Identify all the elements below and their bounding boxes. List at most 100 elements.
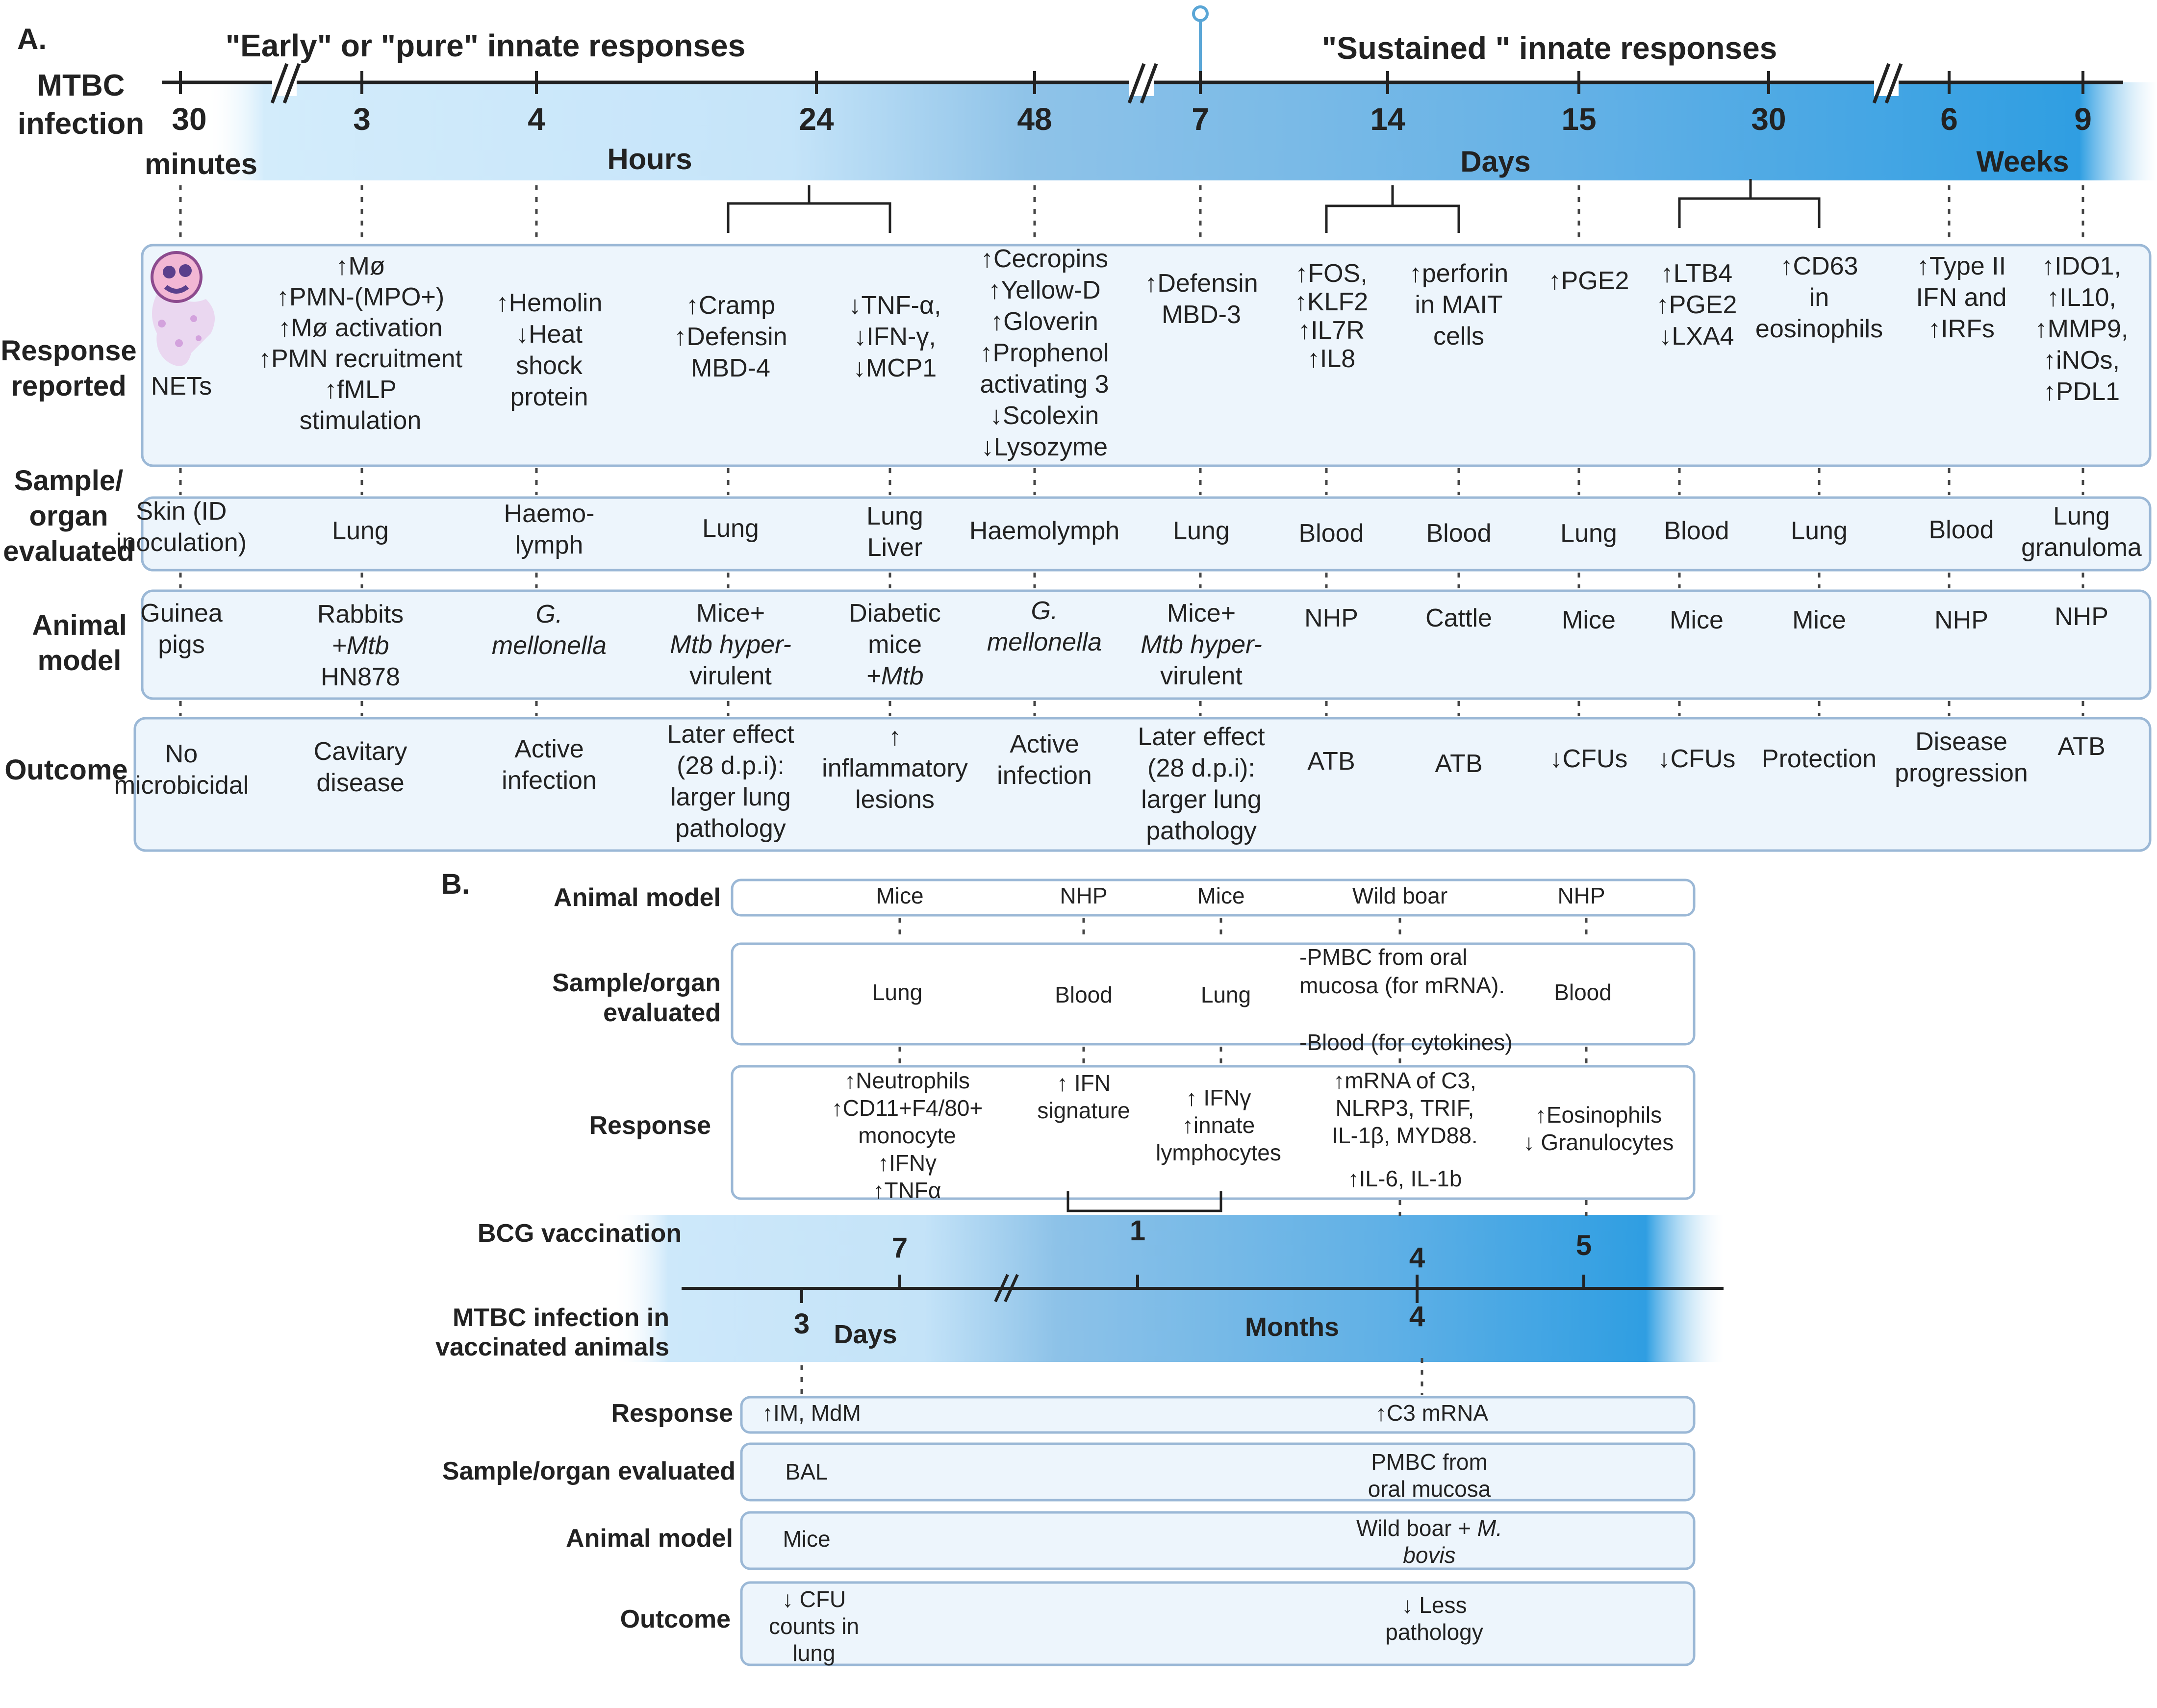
sample-cell-1-line-2: inoculation) bbox=[116, 528, 247, 557]
b-sample-cell-1-line-1: Lung bbox=[872, 980, 922, 1005]
b-sample-box bbox=[731, 942, 1696, 1046]
animal-cell-3-line-2: mellonella bbox=[492, 631, 607, 660]
b-lower-outcome-cell-2-line-1: ↓ Less bbox=[1402, 1592, 1467, 1618]
tick-label-t9w: 9 bbox=[2074, 101, 2092, 137]
response-cell-8-line-3: ↑IL7R bbox=[1298, 316, 1365, 345]
outcome-cell-13-line-1: Disease bbox=[1915, 728, 2007, 756]
bracket-14d bbox=[1325, 185, 1460, 233]
outcome-cell-3-line-1: Active bbox=[514, 735, 584, 763]
b-animal-cell-2: NHP bbox=[1060, 883, 1107, 908]
bcg-tick-label-b7d: 7 bbox=[892, 1232, 908, 1264]
row-label-animal-line-1: Animal bbox=[32, 609, 127, 641]
response-cell-8-line-2: ↑KLF2 bbox=[1294, 288, 1368, 316]
timeline-band-a bbox=[206, 82, 2157, 180]
b-response-cell-3-line-1: ↑ IFNγ bbox=[1186, 1085, 1251, 1110]
b-animal-cell-3: Mice bbox=[1197, 883, 1244, 908]
b-response-cell-1-line-4: ↑IFNγ bbox=[878, 1150, 937, 1176]
response-cell-6-line-6: ↓Scolexin bbox=[990, 402, 1099, 430]
sample-cell-8-line-1: Blood bbox=[1299, 519, 1364, 548]
outcome-cell-1-line-2: microbicidal bbox=[114, 771, 249, 800]
response-cell-11-line-2: ↑PGE2 bbox=[1656, 291, 1737, 319]
infection-tick-label-i3d: 3 bbox=[794, 1308, 810, 1340]
sample-cell-3-line-2: lymph bbox=[515, 531, 584, 559]
sample-row-box bbox=[141, 496, 2152, 572]
b-sample-label-1: Sample/organ bbox=[552, 969, 721, 997]
b-lower-sample-cell-2-line-2: oral mucosa bbox=[1368, 1476, 1491, 1502]
b-response-cell-4-line-1: ↑mRNA of C3, bbox=[1333, 1068, 1476, 1093]
response-cell-6-line-3: ↑Gloverin bbox=[990, 307, 1098, 336]
animal-cell-4-line-2: Mtb hyper- bbox=[670, 630, 791, 659]
sample-cell-5-line-1: Lung bbox=[866, 502, 923, 530]
animal-cell-1-line-1: Guinea bbox=[140, 599, 223, 628]
sample-cell-5-line-2: Liver bbox=[867, 533, 923, 562]
outcome-cell-5-line-3: lesions bbox=[855, 785, 935, 814]
response-cell-9-line-2: in MAIT bbox=[1415, 291, 1502, 319]
response-cell-10-line-1: ↑PGE2 bbox=[1548, 267, 1629, 295]
b-lower-sample-cell-1-line-1: BAL bbox=[786, 1459, 828, 1484]
b-lower-animal-box bbox=[740, 1511, 1696, 1570]
bcg-tick-label-b4m: 4 bbox=[1409, 1242, 1425, 1274]
unit-hours: Hours bbox=[607, 143, 692, 176]
bracket-24h bbox=[727, 185, 891, 233]
animal-cell-4-line-3: virulent bbox=[689, 662, 772, 690]
b-sample-cell-3-line-1: Lung bbox=[1201, 982, 1251, 1007]
response-cell-8-line-1: ↑FOS, bbox=[1295, 259, 1367, 288]
outcome-cell-1-line-1: No bbox=[165, 740, 198, 768]
animal-cell-5-line-3: +Mtb bbox=[866, 662, 923, 690]
b-lower-outcome-cell-1-line-3: lung bbox=[793, 1640, 836, 1666]
outcome-cell-4-line-3: larger lung bbox=[670, 783, 791, 811]
sample-cell-12-line-1: Lung bbox=[1791, 517, 1848, 545]
outcome-cell-6-line-1: Active bbox=[1010, 730, 1079, 758]
response-cell-14-line-2: ↑IL10, bbox=[2047, 283, 2116, 312]
response-cell-11-line-3: ↓LXA4 bbox=[1659, 322, 1734, 351]
b-response-cell-1-line-2: ↑CD11+F4/80+ bbox=[832, 1095, 983, 1121]
animal-cell-5-line-2: mice bbox=[868, 630, 922, 659]
outcome-cell-4-line-4: pathology bbox=[675, 814, 786, 843]
b-lower-outcome-cell-2-line-2: pathology bbox=[1385, 1619, 1483, 1645]
outcome-row-box bbox=[133, 717, 2152, 852]
tick-label-t15d: 15 bbox=[1561, 101, 1596, 137]
b-response-cell-1-line-5: ↑TNFα bbox=[873, 1178, 941, 1203]
response-cell-4-line-2: ↑Defensin bbox=[674, 323, 787, 351]
animal-cell-8-line-1: NHP bbox=[1304, 604, 1358, 632]
b-animal-cell-5: NHP bbox=[1557, 883, 1605, 908]
b-sample-cell-4-line-2: mucosa (for mRNA). bbox=[1299, 973, 1505, 998]
response-cell-1-line-1: NETs bbox=[151, 372, 212, 401]
animal-cell-2-line-3: HN878 bbox=[321, 663, 400, 691]
tick-label-t3h: 3 bbox=[353, 101, 371, 137]
b-unit-months: Months bbox=[1245, 1312, 1339, 1342]
sample-cell-2-line-1: Lung bbox=[332, 517, 389, 545]
sample-cell-3-line-1: Haemo- bbox=[504, 500, 595, 528]
tick-label-t7d: 7 bbox=[1192, 101, 1209, 137]
b-lower-response-cell-2-line-1: ↑C3 mRNA bbox=[1375, 1400, 1488, 1426]
response-cell-2-line-5: ↑fMLP bbox=[324, 376, 396, 404]
animal-row-box bbox=[141, 589, 2152, 700]
b-response-cell-3-line-3: lymphocytes bbox=[1156, 1140, 1281, 1165]
b-lower-sample-box bbox=[740, 1442, 1696, 1502]
response-cell-4-line-1: ↑Cramp bbox=[686, 291, 775, 320]
b-response-box bbox=[731, 1065, 1696, 1200]
b-lower-sample-label: Sample/organ evaluated bbox=[442, 1457, 736, 1485]
animal-cell-6-line-2: mellonella bbox=[987, 628, 1102, 656]
b-response-cell-4-line-2: NLRP3, TRIF, bbox=[1336, 1095, 1474, 1121]
bracket-30d bbox=[1678, 179, 1821, 228]
animal-cell-6-line-1: G. bbox=[1031, 597, 1058, 625]
outcome-cell-7-line-4: pathology bbox=[1146, 817, 1257, 845]
tick-label-t48h: 48 bbox=[1017, 101, 1052, 137]
b-response-cell-1-line-1: ↑Neutrophils bbox=[844, 1068, 970, 1093]
response-cell-2-line-3: ↑Mø activation bbox=[278, 314, 442, 342]
b-lower-sample-cell-2-line-1: PMBC from bbox=[1371, 1449, 1488, 1475]
outcome-cell-10-line-1: ↓CFUs bbox=[1550, 745, 1628, 773]
sample-cell-14-line-2: granuloma bbox=[2021, 533, 2142, 562]
phase-sustained-title: "Sustained " innate responses bbox=[1322, 30, 1777, 66]
sample-cell-11-line-1: Blood bbox=[1664, 517, 1729, 545]
sample-cell-10-line-1: Lung bbox=[1560, 519, 1617, 548]
animal-cell-2-line-1: Rabbits bbox=[317, 600, 404, 628]
sample-cell-1-line-1: Skin (ID bbox=[136, 497, 227, 526]
sample-cell-4-line-1: Lung bbox=[702, 514, 759, 543]
outcome-cell-14-line-1: ATB bbox=[2057, 732, 2105, 761]
animal-cell-5-line-1: Diabetic bbox=[849, 599, 941, 628]
row-label-response-line-2: reported bbox=[11, 370, 126, 402]
animal-cell-14-line-1: NHP bbox=[2055, 603, 2108, 631]
response-cell-6-line-1: ↑Cecropins bbox=[981, 245, 1108, 273]
